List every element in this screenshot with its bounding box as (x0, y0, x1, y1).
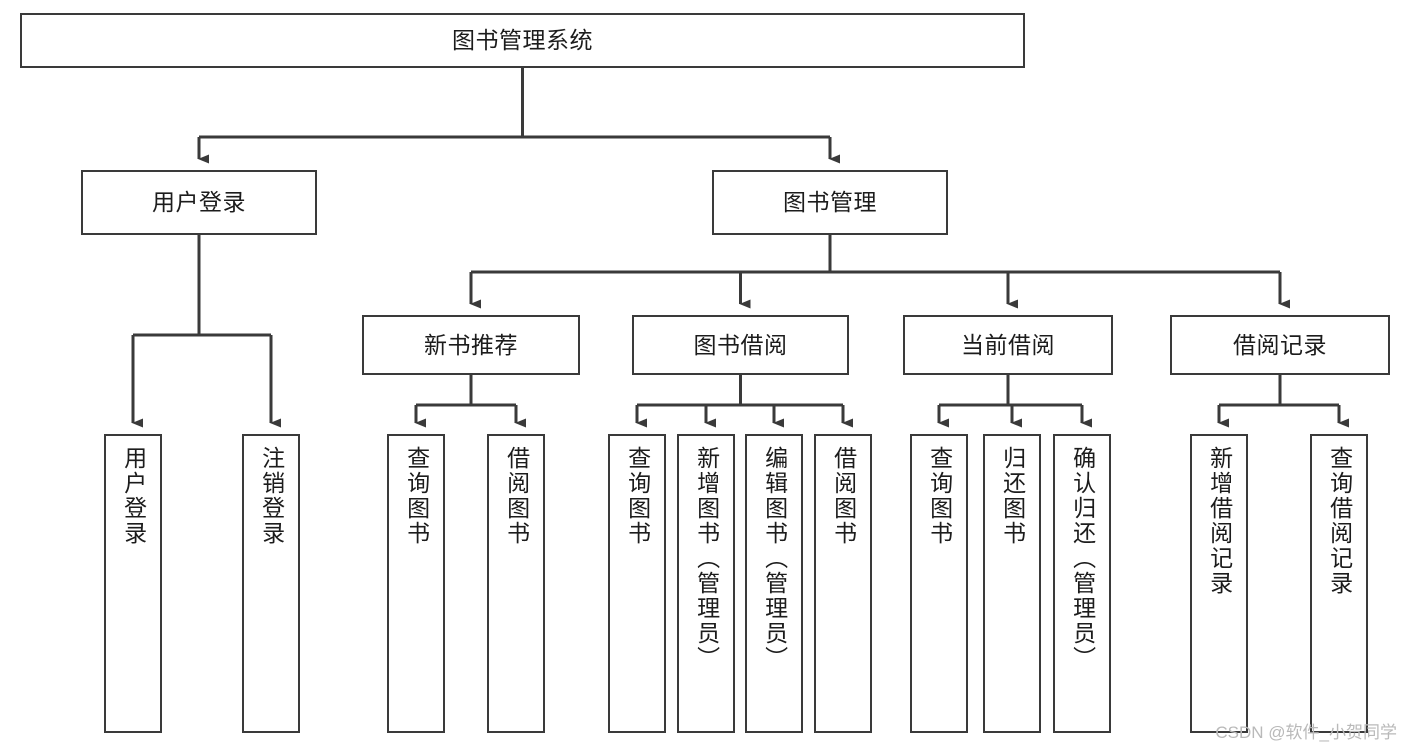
node-leaf-query-record: 查询借阅记录 (1310, 434, 1368, 733)
node-root: 图书管理系统 (20, 13, 1025, 68)
node-leaf-borrow-book-2: 借阅图书 (814, 434, 872, 733)
node-label: 借阅记录 (1233, 331, 1327, 358)
node-user-login: 用户登录 (81, 170, 317, 235)
node-label: 查询借阅记录 (1326, 446, 1353, 596)
node-leaf-query-book-3: 查询图书 (910, 434, 968, 733)
node-leaf-edit-book: 编辑图书（管理员） (745, 434, 803, 733)
node-leaf-add-record: 新增借阅记录 (1190, 434, 1248, 733)
node-label: 用户登录 (120, 446, 147, 546)
node-borrow-record: 借阅记录 (1170, 315, 1390, 375)
node-label: 图书管理系统 (452, 27, 593, 54)
node-label: 新书推荐 (424, 331, 518, 358)
node-label: 查询图书 (926, 446, 953, 546)
node-leaf-borrow-book-1: 借阅图书 (487, 434, 545, 733)
node-leaf-user-login: 用户登录 (104, 434, 162, 733)
node-label: 查询图书 (624, 446, 651, 546)
node-new-book-rec: 新书推荐 (362, 315, 580, 375)
node-label: 用户登录 (152, 189, 246, 216)
node-label: 图书管理 (783, 189, 877, 216)
node-book-borrow: 图书借阅 (632, 315, 849, 375)
node-leaf-query-book-2: 查询图书 (608, 434, 666, 733)
node-leaf-user-logout: 注销登录 (242, 434, 300, 733)
node-label: 借阅图书 (503, 446, 530, 546)
node-label: 图书借阅 (693, 331, 788, 358)
node-leaf-confirm-ret: 确认归还（管理员） (1053, 434, 1111, 733)
node-label: 借阅图书 (830, 446, 857, 546)
node-label: 确认归还（管理员） (1069, 446, 1096, 671)
node-label: 当前借阅 (961, 331, 1055, 358)
node-label: 编辑图书（管理员） (761, 446, 788, 671)
watermark: CSDN @软件_小贺同学 (1215, 723, 1397, 742)
node-book-manage: 图书管理 (712, 170, 948, 235)
node-leaf-add-book: 新增图书（管理员） (677, 434, 735, 733)
node-label: 查询图书 (403, 446, 430, 546)
node-label: 注销登录 (258, 446, 285, 546)
node-leaf-return-book: 归还图书 (983, 434, 1041, 733)
node-current-borrow: 当前借阅 (903, 315, 1113, 375)
node-leaf-query-book-1: 查询图书 (387, 434, 445, 733)
node-label: 新增图书（管理员） (693, 446, 720, 671)
node-label: 归还图书 (999, 446, 1026, 546)
node-label: 新增借阅记录 (1206, 446, 1233, 596)
